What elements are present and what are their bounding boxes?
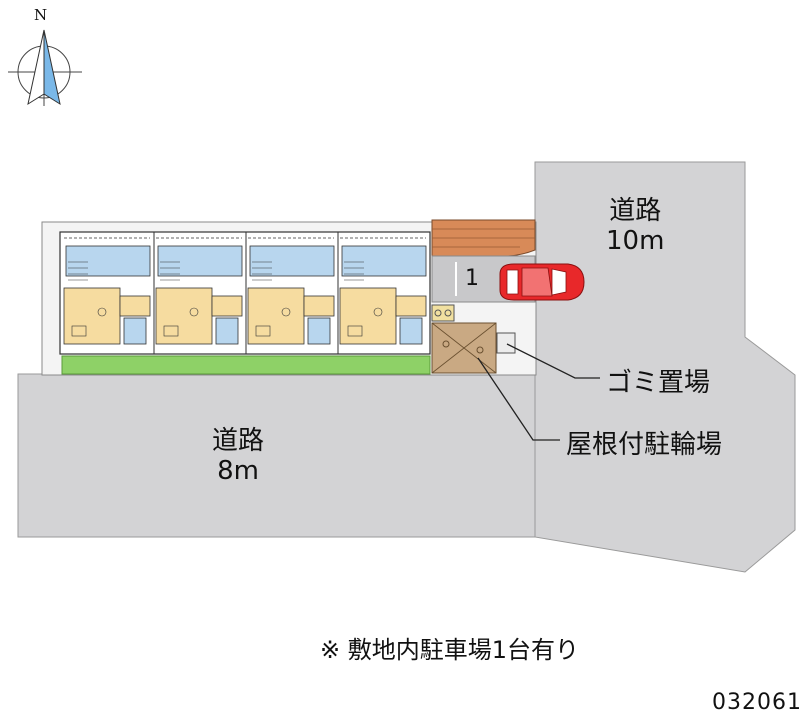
lawn-strip xyxy=(61,355,431,375)
parking-note: ※ 敷地内駐車場1台有り xyxy=(320,636,580,664)
brick-wall xyxy=(431,219,536,257)
unit-closet xyxy=(307,317,331,345)
red-car-icon xyxy=(499,263,585,301)
unit-closet xyxy=(215,317,239,345)
unit-closet xyxy=(399,317,423,345)
unit-furniture xyxy=(71,325,87,337)
unit-wet-area xyxy=(341,245,427,277)
unit-fixture xyxy=(189,307,199,317)
unit-fixture xyxy=(281,307,291,317)
unit-plan xyxy=(155,232,247,354)
unit-closet xyxy=(123,317,147,345)
unit-room xyxy=(63,287,121,345)
unit-furniture xyxy=(255,325,271,337)
callout-bicycle: 屋根付駐輪場 xyxy=(566,430,723,460)
compass-north-label: N xyxy=(34,6,48,24)
leader-bicycle xyxy=(477,357,560,441)
bicycle-shed xyxy=(431,322,497,374)
road-east xyxy=(534,161,796,573)
unit-room xyxy=(339,287,397,345)
garbage-area xyxy=(496,332,516,354)
unit-room-small xyxy=(211,295,243,317)
unit-room-small xyxy=(395,295,427,317)
road-east-name: 道路 10m xyxy=(606,196,664,256)
unit-wet-area xyxy=(157,245,243,277)
property-code: 032061 xyxy=(712,690,800,715)
unit-plan xyxy=(339,232,431,354)
unit-room-small xyxy=(303,295,335,317)
unit-plan xyxy=(247,232,339,354)
parking-slot-number: 1 xyxy=(465,266,479,291)
unit-wet-area xyxy=(65,245,151,277)
small-fixture xyxy=(431,304,455,322)
unit-fixture xyxy=(373,307,383,317)
north-arrow-compass-icon xyxy=(8,29,82,106)
leader-garbage xyxy=(506,343,600,379)
road-south-width: 8m xyxy=(217,456,259,486)
unit-fixture xyxy=(97,307,107,317)
unit-plan xyxy=(63,232,155,354)
road-east-width: 10m xyxy=(606,226,665,256)
unit-room xyxy=(247,287,305,345)
callout-garbage: ゴミ置場 xyxy=(606,368,711,398)
unit-furniture xyxy=(347,325,363,337)
unit-room xyxy=(155,287,213,345)
unit-room-small xyxy=(119,295,151,317)
road-south-title: 道路 xyxy=(212,426,265,456)
road-south-name: 道路 8m xyxy=(212,426,264,486)
road-south xyxy=(17,373,536,538)
unit-furniture xyxy=(163,325,179,337)
road-east-title: 道路 xyxy=(609,196,662,226)
unit-wet-area xyxy=(249,245,335,277)
